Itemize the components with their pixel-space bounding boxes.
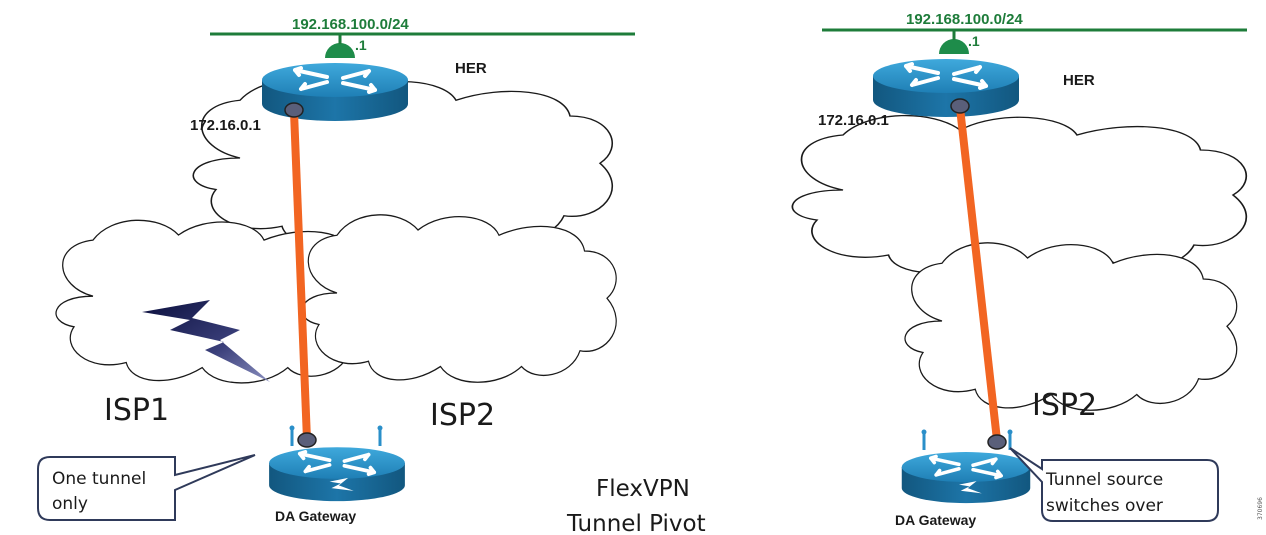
da-gateway-router-right: [900, 450, 1032, 505]
tunnel-endpoint-her-left: [284, 102, 304, 118]
callout-tunnel-source: Tunnel source switches over: [1009, 447, 1219, 522]
left-panel: 192.168.100.0/24 .1 HER 172.16.0.1 ISP1 …: [37, 16, 635, 524]
tunnel-ip-left: 172.16.0.1: [190, 117, 261, 134]
gateway-ip-right: .1: [968, 33, 980, 49]
antenna-icon-right-b: [1007, 429, 1013, 450]
gateway-port-left: [325, 43, 355, 58]
tunnel-endpoint-da-right: [987, 434, 1007, 450]
tunnel-endpoint-da-left: [297, 432, 317, 448]
callout-one-tunnel-line2: only: [52, 494, 88, 514]
isp2-cloud-left: [301, 214, 617, 383]
antenna-icon-left-a: [289, 425, 295, 446]
caption-line1: FlexVPN: [596, 476, 690, 502]
her-router-right: [871, 57, 1021, 119]
gateway-port-right: [939, 39, 969, 54]
antenna-icon-left-b: [377, 425, 383, 446]
subnet-label-right: 192.168.100.0/24: [906, 11, 1023, 28]
isp2-label-right: ISP2: [1032, 388, 1097, 423]
callout-tunnel-source-line2: switches over: [1046, 496, 1163, 516]
figure-id: 370696: [1257, 497, 1264, 520]
callout-one-tunnel: One tunnel only: [37, 454, 256, 521]
her-router-left: [260, 61, 410, 123]
callout-one-tunnel-line1: One tunnel: [52, 469, 146, 489]
lightning-bolt-icon: [142, 300, 270, 382]
caption-line2: Tunnel Pivot: [566, 511, 706, 535]
her-label-left: HER: [455, 60, 487, 77]
antenna-icon-right-a: [921, 429, 927, 450]
isp2-cloud-right: [904, 242, 1238, 411]
tunnel-ip-right: 172.16.0.1: [818, 112, 889, 129]
her-label-right: HER: [1063, 72, 1095, 89]
da-gateway-router-left: [267, 445, 407, 503]
tunnel-link-left: [290, 111, 311, 441]
callout-tunnel-source-line1: Tunnel source: [1045, 470, 1163, 490]
isp1-label: ISP1: [104, 393, 169, 428]
tunnel-endpoint-her-right: [950, 98, 970, 114]
tunnel-link-right: [956, 107, 1001, 441]
isp2-label-left: ISP2: [430, 398, 495, 433]
da-gateway-label-right: DA Gateway: [895, 512, 976, 528]
subnet-label-left: 192.168.100.0/24: [292, 16, 409, 33]
da-gateway-label-left: DA Gateway: [275, 508, 356, 524]
gateway-ip-left: .1: [355, 37, 367, 53]
right-panel: 192.168.100.0/24 .1 HER 172.16.0.1 ISP2: [791, 11, 1248, 528]
